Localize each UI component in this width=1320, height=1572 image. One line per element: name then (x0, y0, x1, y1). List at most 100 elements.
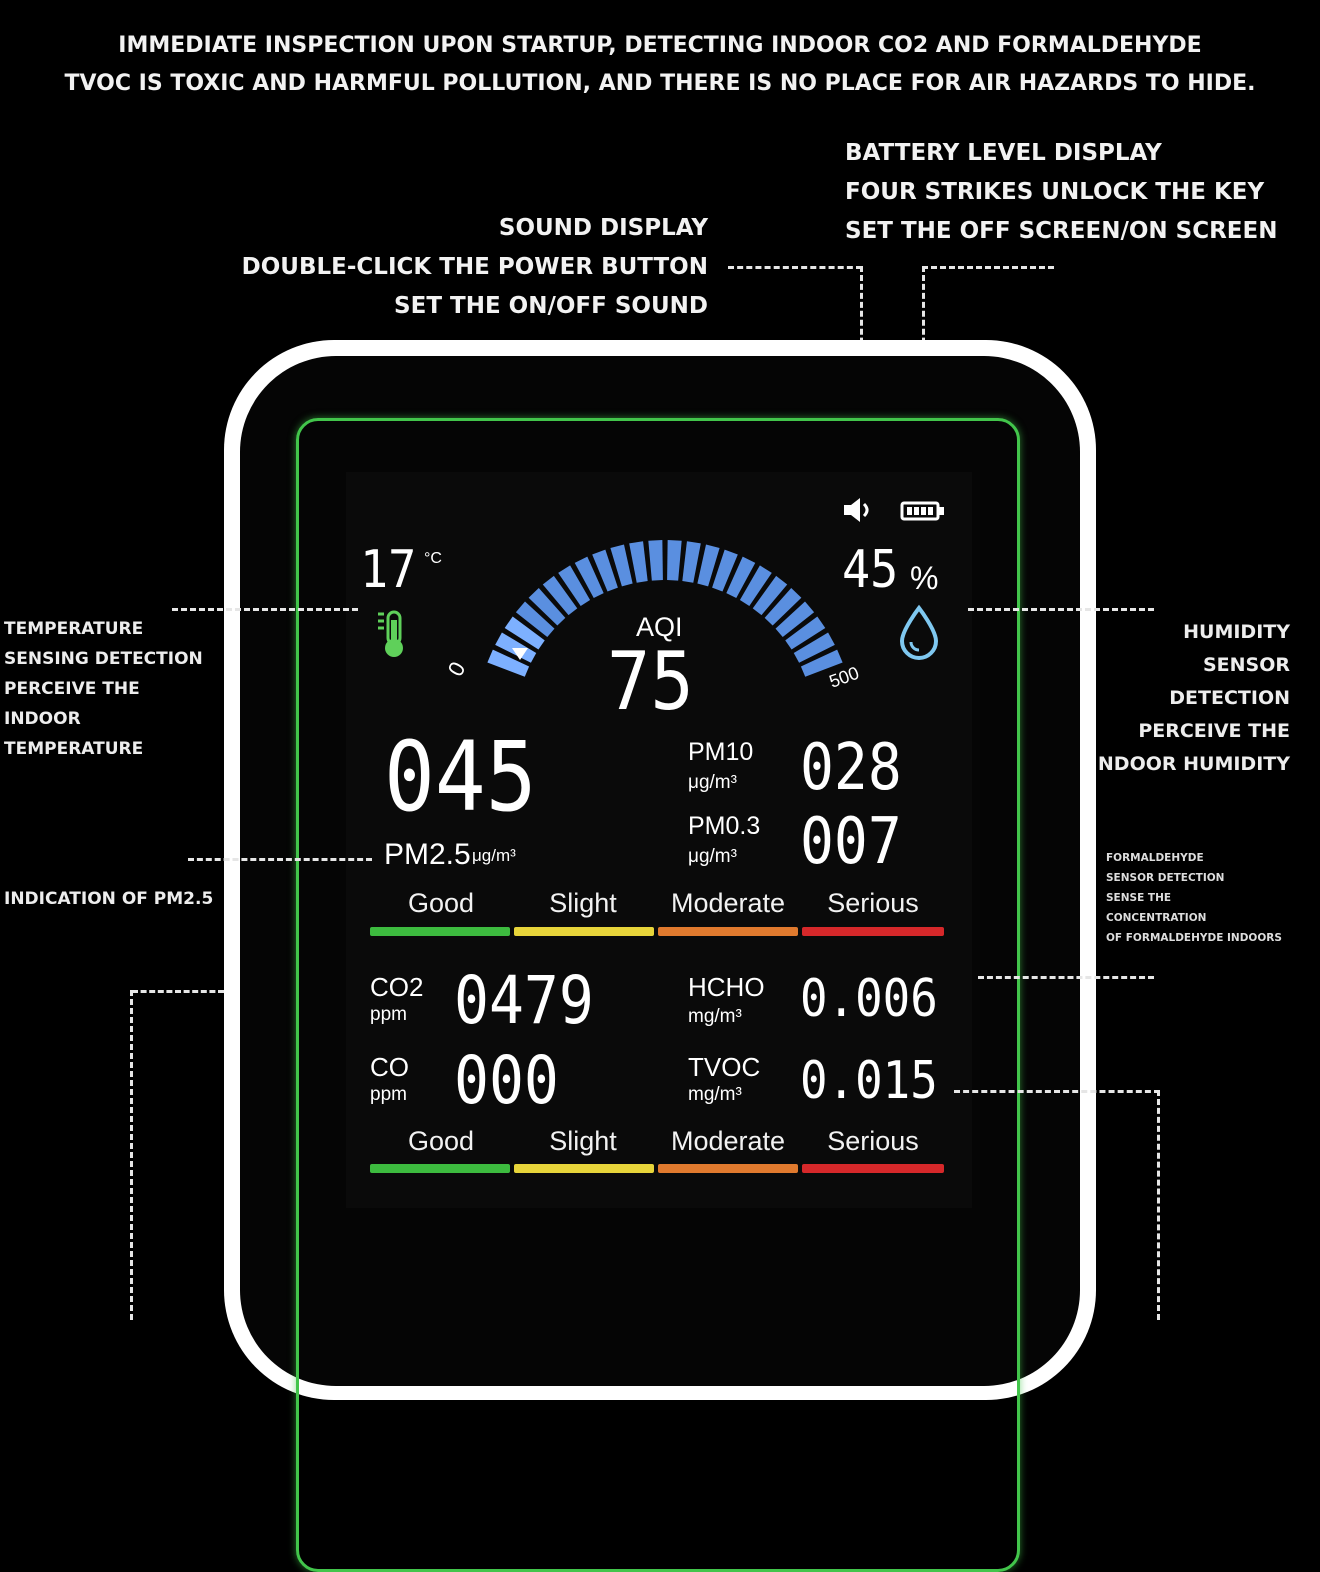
humidity-leader (968, 608, 1154, 611)
aqi-gauge-segment (574, 556, 604, 599)
aqi-gauge-segment (712, 549, 738, 592)
water-drop-icon (899, 604, 939, 660)
aqi-gauge-segment (775, 601, 815, 638)
left-bottom-leader-h (132, 990, 224, 993)
battery-icon (900, 501, 944, 521)
scale1-moderate-label: Moderate (670, 888, 786, 918)
aqi-gauge-segment (682, 541, 701, 583)
aqi-gauge-segment (610, 544, 633, 587)
aqi-gauge-segments (487, 540, 843, 677)
scale1-slight-label: Slight (549, 888, 617, 918)
pm25-label: PM2.5 (384, 838, 471, 871)
pm25-unit: μg/m³ (472, 846, 516, 865)
formaldehyde-callout-3: SENSE THE (1106, 892, 1172, 904)
sound-callout-3: SET THE ON/OFF SOUND (394, 293, 708, 319)
aqi-gauge-segment (495, 632, 537, 663)
thermometer-icon (378, 610, 403, 657)
aqi-label: AQI (636, 612, 683, 642)
scale2-good-label: Good (407, 1126, 475, 1156)
scale1-serious-bar (802, 927, 944, 936)
scale2-moderate-label: Moderate (670, 1126, 786, 1156)
scale2-slight-label: Slight (549, 1126, 617, 1156)
aqi-gauge-segment (739, 565, 772, 606)
aqi-gauge-segment (558, 565, 591, 606)
pm25-callout: INDICATION OF PM2.5 (4, 889, 214, 909)
scale1-good-bar (370, 927, 510, 936)
aqi-gauge-segment (515, 601, 555, 638)
co-label: CO (370, 1052, 409, 1082)
pm10-value: 028 (800, 731, 902, 805)
pm03-unit: μg/m³ (688, 846, 737, 867)
aqi-gauge-segment (487, 649, 530, 677)
temperature-callout-3: PERCEIVE THE (4, 679, 140, 699)
co2-label: CO2 (370, 972, 424, 1002)
pm03-value: 007 (800, 805, 902, 879)
co2-unit: ppm (370, 1004, 407, 1025)
scale1-slight-bar (514, 927, 654, 936)
scale2-serious-bar (802, 1164, 944, 1173)
pm10-unit: μg/m³ (688, 772, 737, 793)
hcho-unit: mg/m³ (688, 1006, 742, 1027)
aqi-max-label: 500 (827, 663, 862, 692)
tvoc-leader-v (1157, 1090, 1160, 1320)
speaker-icon (844, 498, 869, 522)
aqi-gauge-segment (752, 575, 788, 616)
temperature-callout-5: TEMPERATURE (4, 739, 144, 759)
tvoc-leader-h (954, 1090, 1160, 1093)
aqi-value: 75 (607, 635, 694, 728)
formaldehyde-callout-5: OF FORMALDEHYDE INDOORS (1106, 932, 1282, 944)
scale1-moderate-bar (658, 927, 798, 936)
humidity-callout-2: SENSOR (1202, 654, 1290, 676)
pm10-label: PM10 (688, 738, 754, 766)
aqi-gauge-segment (800, 649, 843, 677)
lcd-screen (346, 472, 972, 1208)
pointer-triangle-icon (512, 648, 528, 660)
aqi-gauge-segment (764, 587, 802, 626)
temperature-callout-2: SENSING DETECTION (4, 649, 203, 669)
aqi-gauge-segment (793, 632, 835, 663)
tvoc-unit: mg/m³ (688, 1084, 742, 1105)
formaldehyde-callout-4: CONCENTRATION (1106, 912, 1207, 924)
temperature-callout-4: INDOOR (4, 709, 81, 729)
co-unit: ppm (370, 1084, 407, 1105)
humidity-callout-5: NDOOR HUMIDITY (1097, 753, 1290, 775)
pm03-label: PM0.3 (688, 812, 761, 840)
humidity-callout: HUMIDITY SENSOR DETECTION PERCEIVE THE N… (1098, 616, 1290, 781)
aqi-gauge-segment (697, 544, 720, 587)
tvoc-value: 0.015 (800, 1051, 938, 1111)
scale1-good-label: Good (407, 888, 475, 918)
humidity-value: 45 (842, 540, 899, 600)
left-bottom-leader-v (130, 990, 133, 1320)
battery-leader-h (922, 266, 1054, 269)
temperature-callout-1: TEMPERATURE (4, 619, 144, 639)
scale2-serious-label: Serious (827, 1126, 919, 1156)
scale2-good-bar (370, 1164, 510, 1173)
aqi-gauge: 0 500 (443, 540, 862, 692)
co2-value: 0479 (454, 962, 594, 1039)
scale2-slight-bar (514, 1164, 654, 1173)
headline-line-1: IMMEDIATE INSPECTION UPON STARTUP, DETEC… (118, 33, 1202, 58)
aqi-gauge-segment (648, 540, 663, 581)
aqi-gauge-segment (667, 540, 682, 581)
scale1-serious-label: Serious (827, 888, 919, 918)
aqi-gauge-segment (542, 575, 578, 616)
tvoc-label: TVOC (688, 1052, 761, 1082)
hcho-label: HCHO (688, 972, 765, 1002)
co-value: 000 (454, 1042, 559, 1119)
sound-callout-2: DOUBLE-CLICK THE POWER BUTTON (241, 254, 708, 280)
humidity-unit: % (910, 560, 939, 596)
humidity-callout-1: HUMIDITY (1183, 621, 1290, 643)
formaldehyde-callout: FORMALDEHYDE SENSOR DETECTION SENSE THE … (1106, 848, 1282, 948)
battery-callout-3: SET THE OFF SCREEN/ON SCREEN (845, 218, 1278, 244)
sound-callout-1: SOUND DISPLAY (498, 215, 708, 241)
formaldehyde-callout-2: SENSOR DETECTION (1106, 872, 1225, 884)
aqi-gauge-segment (629, 541, 648, 583)
battery-callout-1: BATTERY LEVEL DISPLAY (845, 140, 1162, 166)
humidity-callout-3: DETECTION (1169, 687, 1290, 709)
battery-callout-2: FOUR STRIKES UNLOCK THE KEY (845, 179, 1265, 205)
pm25-leader (188, 858, 372, 861)
headline-line-2: TVOC IS TOXIC AND HARMFUL POLLUTION, AND… (64, 71, 1256, 96)
pm25-value: 045 (384, 721, 537, 833)
scale2-moderate-bar (658, 1164, 798, 1173)
aqi-gauge-segment (785, 616, 826, 650)
